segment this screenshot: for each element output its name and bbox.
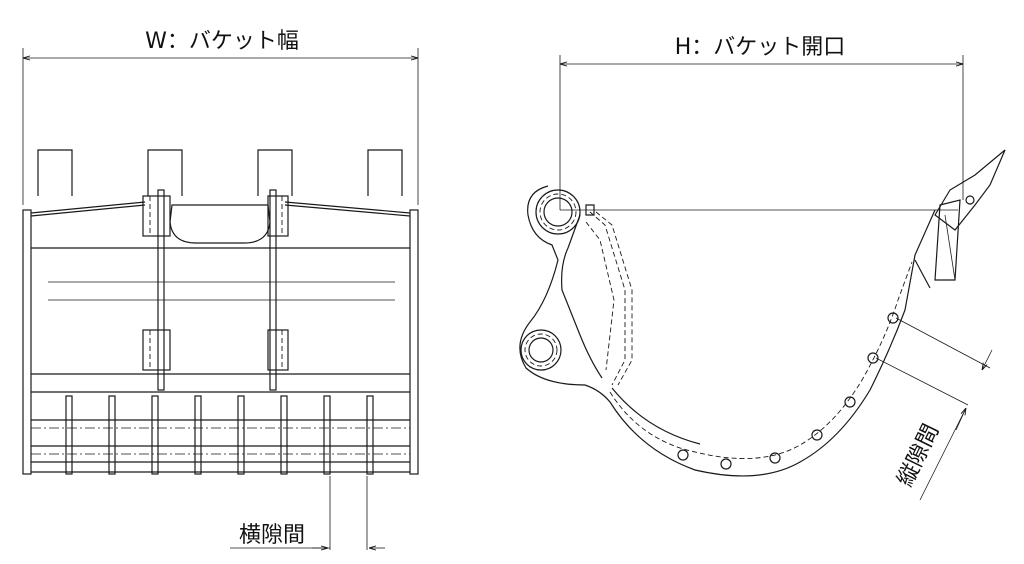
bucket-tooth bbox=[914, 149, 1006, 289]
lower-pin-boss bbox=[520, 329, 562, 371]
center-cutout bbox=[169, 204, 271, 244]
right-side-plate bbox=[409, 209, 419, 475]
horizontal-gap-dimension: 横隙間 bbox=[230, 476, 385, 550]
vertical-gap-label: 縦隙間 bbox=[893, 420, 944, 490]
grid-tines bbox=[31, 395, 410, 475]
bucket-outer-profile bbox=[519, 185, 936, 477]
side-view: H：バケット開口 bbox=[519, 35, 1006, 501]
front-view: W：バケット幅 bbox=[22, 29, 419, 550]
grid-holes bbox=[677, 312, 899, 470]
left-side-plate bbox=[22, 209, 32, 475]
horizontal-gap-label: 横隙間 bbox=[239, 523, 305, 548]
height-label: H：バケット開口 bbox=[675, 35, 846, 60]
vertical-gap-dimension: 縦隙間 bbox=[875, 317, 993, 501]
top-teeth bbox=[37, 149, 403, 196]
upper-pin-boss bbox=[535, 189, 581, 235]
width-label: W：バケット幅 bbox=[145, 29, 299, 54]
height-dimension: H：バケット開口 bbox=[559, 35, 964, 211]
width-dimension: W：バケット幅 bbox=[22, 29, 419, 205]
